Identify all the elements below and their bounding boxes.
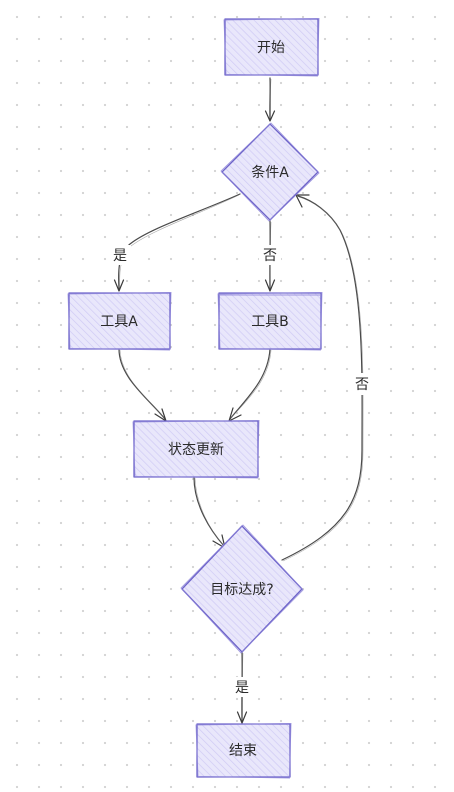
end-node[interactable]: 结束 <box>195 723 292 779</box>
svg-text:否: 否 <box>355 377 369 393</box>
tool-a-label: 工具A <box>100 314 138 330</box>
svg-text:是: 是 <box>113 248 127 264</box>
start-node[interactable]: 开始 <box>223 18 320 77</box>
state-update-label: 状态更新 <box>168 442 224 458</box>
goal-reached-label: 目标达成? <box>210 582 273 598</box>
edge-label-yes-tool-a: 是 <box>109 245 131 265</box>
svg-text:否: 否 <box>263 248 277 264</box>
condition-a-label: 条件A <box>251 164 289 181</box>
edge-label-no-tool-b: 否 <box>259 245 281 265</box>
edge-tool-b-to-state-update <box>228 348 272 422</box>
tool-b-label: 工具B <box>251 314 289 330</box>
edge-condition-to-tool-a <box>113 193 241 292</box>
start-label: 开始 <box>257 40 285 56</box>
edge-start-to-condition <box>264 77 276 122</box>
edge-state-update-to-goal <box>193 476 226 549</box>
tool-b-node[interactable]: 工具B <box>217 292 323 351</box>
edge-goal-to-condition <box>281 194 364 562</box>
end-label: 结束 <box>229 743 257 759</box>
edge-label-yes-end: 是 <box>231 677 253 697</box>
svg-text:是: 是 <box>235 680 249 696</box>
state-update-node[interactable]: 状态更新 <box>132 420 260 479</box>
tool-a-node[interactable]: 工具A <box>67 292 172 351</box>
edge-tool-a-to-state-update <box>118 348 167 422</box>
goal-reached-node[interactable]: 目标达成? <box>180 524 304 654</box>
condition-a-node[interactable]: 条件A <box>220 122 320 222</box>
edge-label-no-loop: 否 <box>351 373 373 395</box>
